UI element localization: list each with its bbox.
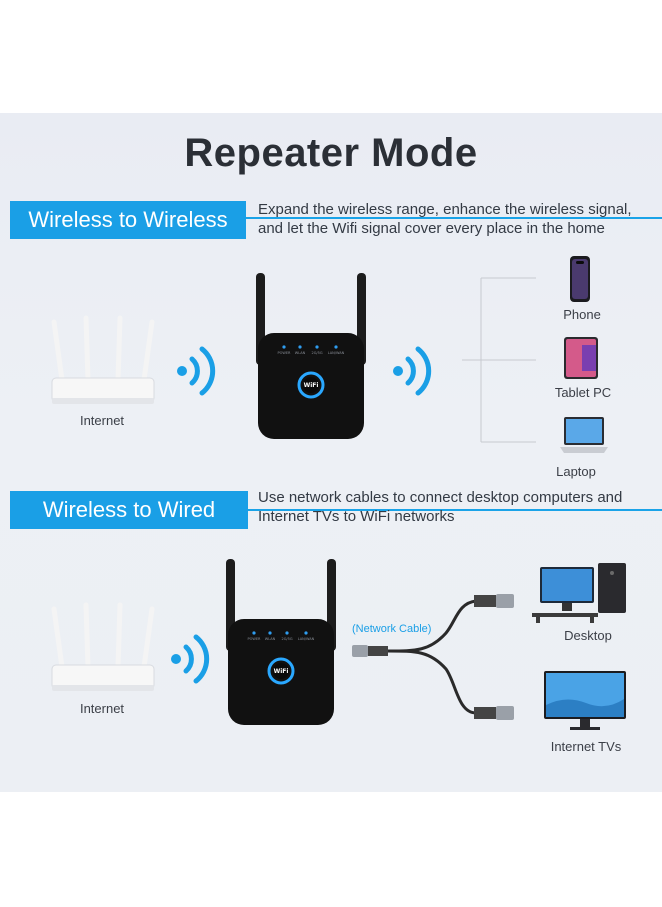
router-label: Internet <box>79 701 125 716</box>
led-label-band: 2G/5G <box>311 351 322 355</box>
led-label-wlan: WLAN <box>295 351 306 355</box>
led-label-wlan: WLAN <box>265 637 276 641</box>
section2-description-line2: Internet TVs to WiFi networks <box>258 508 455 525</box>
phone-icon <box>570 256 590 302</box>
section1-divider <box>10 217 662 219</box>
connection-lines <box>462 277 536 443</box>
section1-description-line1: Expand the wireless range, enhance the w… <box>258 201 632 218</box>
repeater-icon: POWER WLAN 2G/5G LAN/WAN WiFi <box>226 559 336 725</box>
repeater-icon: POWER WLAN 2G/5G LAN/WAN WiFi <box>256 273 366 439</box>
section1-description-line2: and let the Wifi signal cover every plac… <box>258 220 605 237</box>
section2-divider <box>10 509 662 511</box>
network-cable-icon <box>352 594 514 720</box>
device-label-desktop: Desktop <box>564 628 612 643</box>
tv-icon <box>544 671 626 730</box>
page-title: Repeater Mode <box>184 131 478 175</box>
router-icon <box>51 602 155 691</box>
wifi-waves-icon <box>393 346 432 396</box>
device-label-laptop: Laptop <box>556 464 596 479</box>
tablet-icon <box>564 337 598 379</box>
wifi-badge: WiFi <box>274 668 289 675</box>
section1-band: Wireless to Wireless <box>10 201 246 239</box>
laptop-icon <box>560 417 608 453</box>
wifi-badge: WiFi <box>304 382 319 389</box>
device-label-tablet: Tablet PC <box>554 385 612 400</box>
led-label-power: POWER <box>248 637 262 641</box>
wifi-waves-icon <box>177 346 216 396</box>
led-label-lan: LAN/WAN <box>298 637 315 641</box>
infographic-panel: Repeater Mode Wireless to Wireless Expan… <box>0 113 662 792</box>
desktop-computer-icon <box>532 563 626 623</box>
section2-band: Wireless to Wired <box>10 491 248 529</box>
router-icon <box>51 315 155 404</box>
led-label-band: 2G/5G <box>281 637 292 641</box>
router-label: Internet <box>79 413 125 428</box>
wifi-waves-icon <box>171 634 210 684</box>
led-label-lan: LAN/WAN <box>328 351 345 355</box>
led-label-power: POWER <box>278 351 292 355</box>
network-cable-label: (Network Cable) <box>352 623 432 635</box>
device-label-phone: Phone <box>563 307 601 322</box>
section2-description-line1: Use network cables to connect desktop co… <box>258 489 623 506</box>
device-label-tv: Internet TVs <box>550 739 622 754</box>
